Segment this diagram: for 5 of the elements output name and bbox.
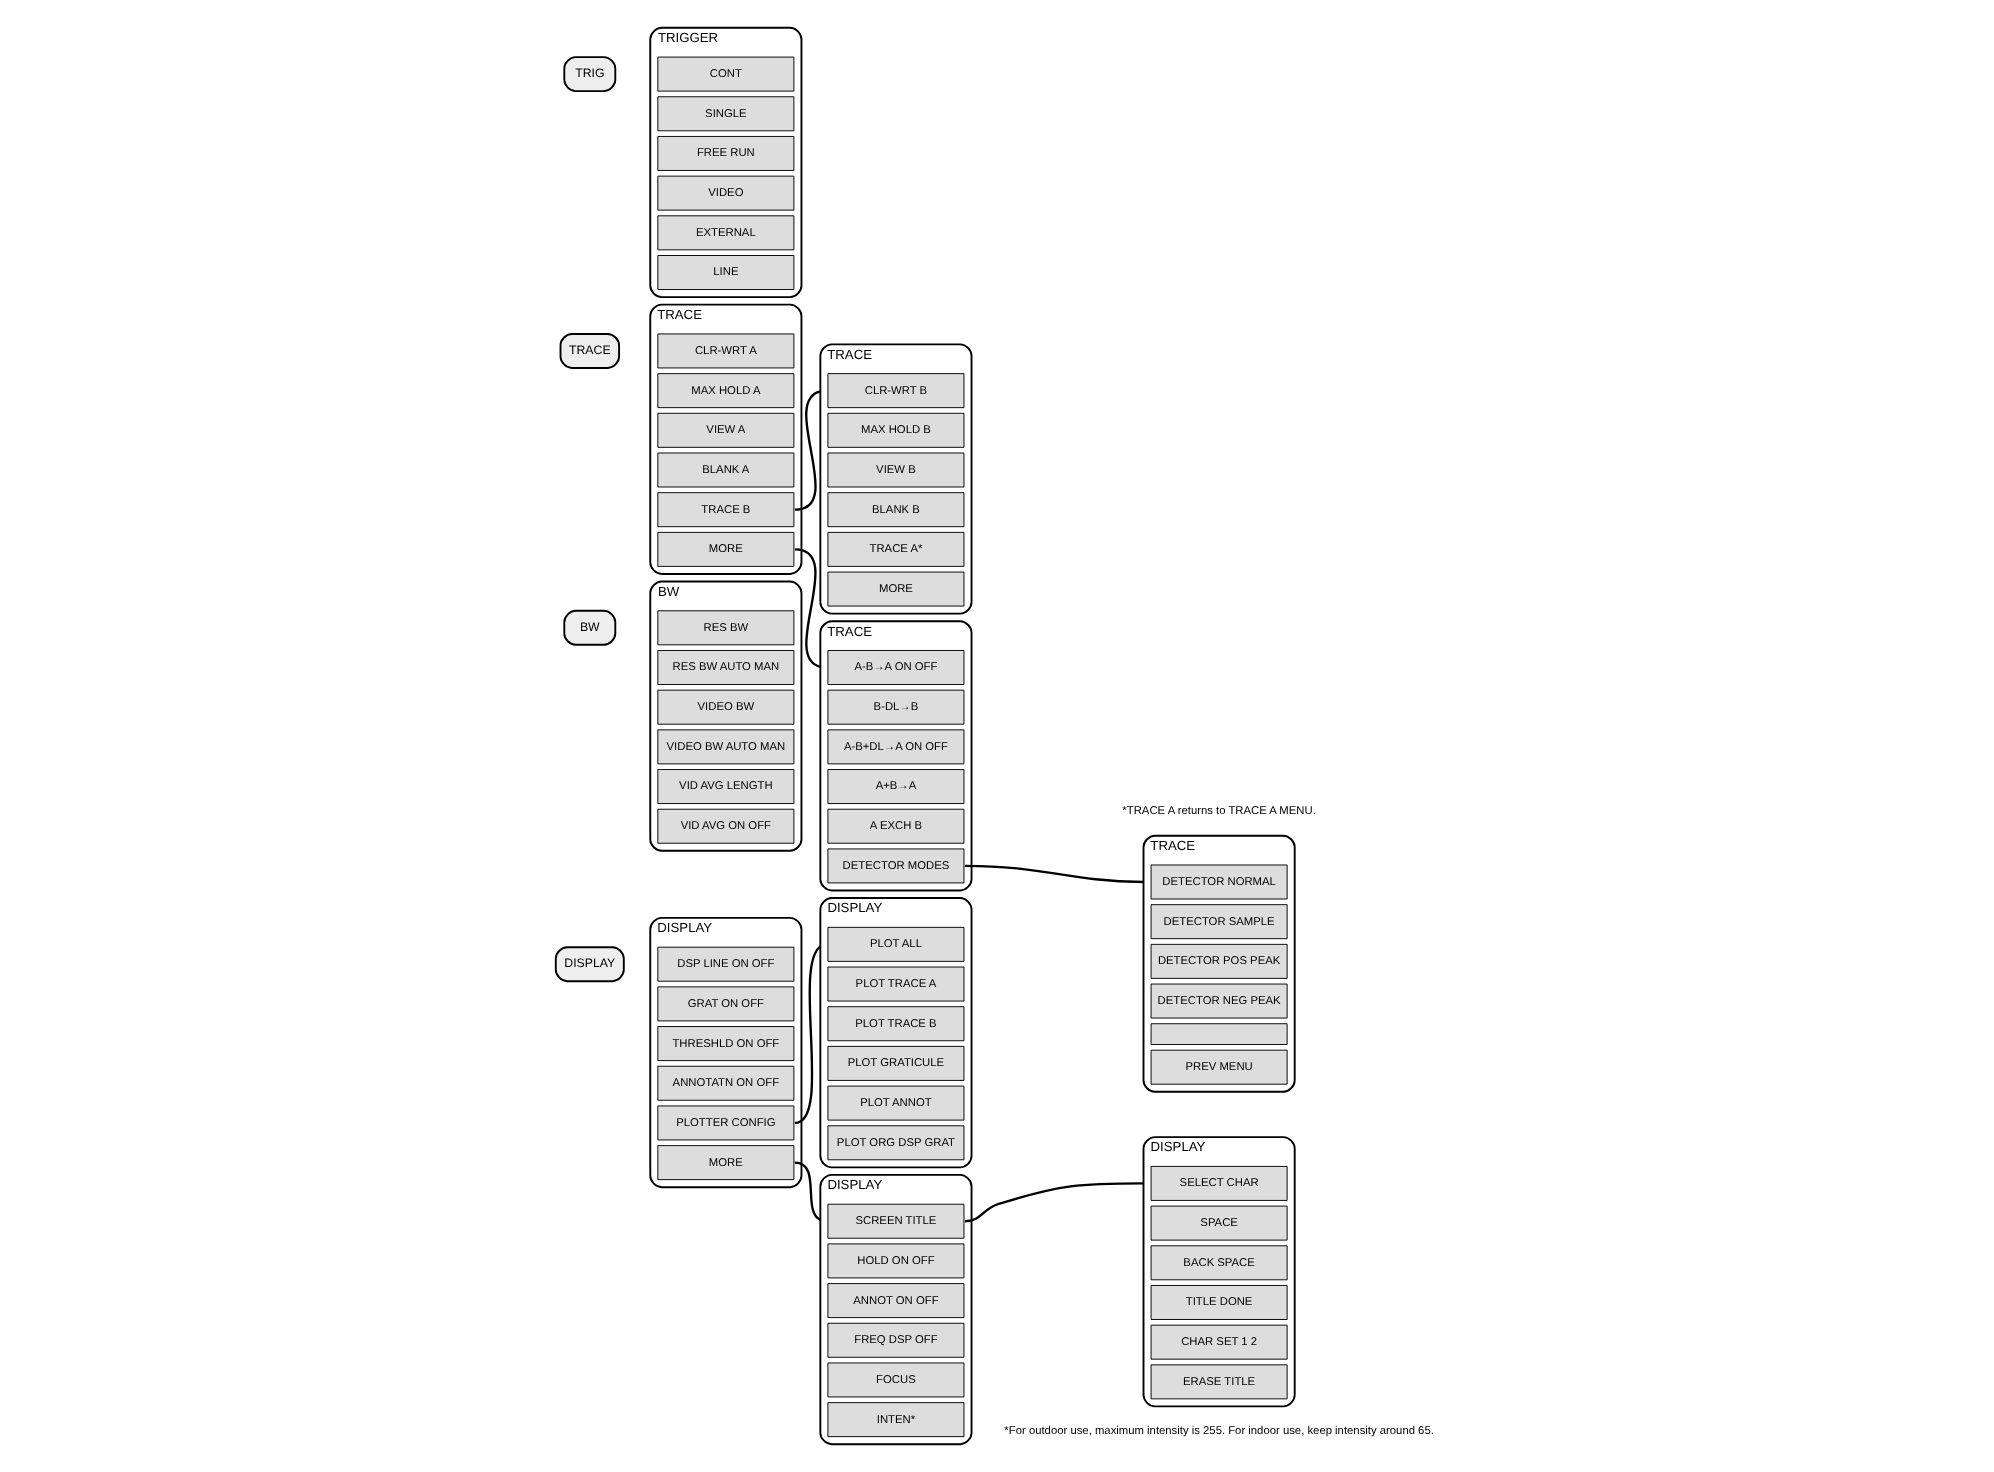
connector — [793, 945, 821, 1125]
connector — [963, 864, 1143, 884]
connector — [793, 1161, 821, 1221]
connector — [963, 1182, 1143, 1223]
node-box — [1149, 1023, 1287, 1045]
